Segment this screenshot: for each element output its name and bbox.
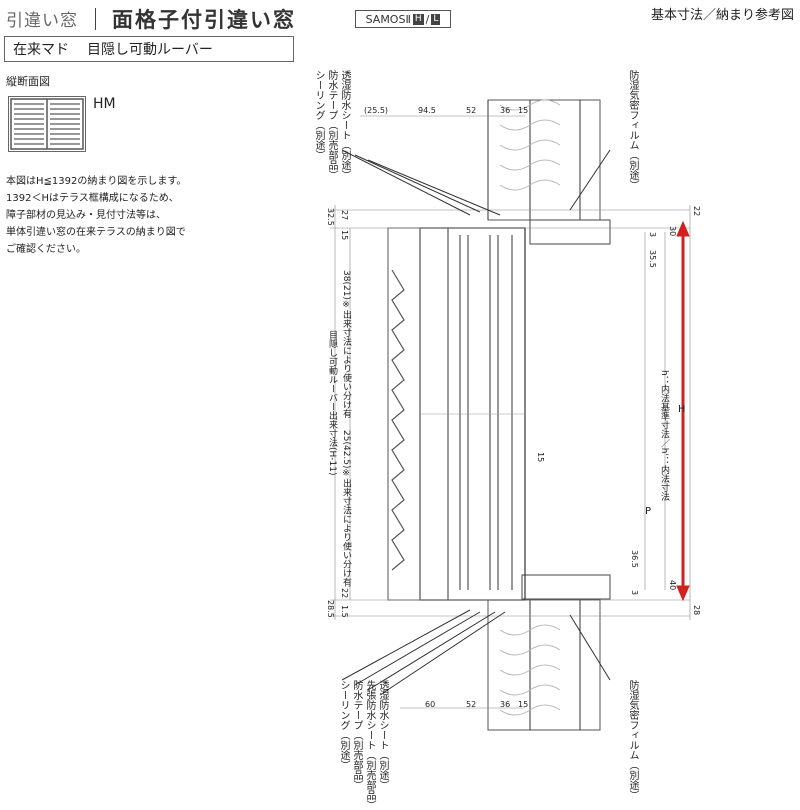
dim-top-4: 15 xyxy=(518,106,529,115)
callout-sealing-bottom: シーリング（別途） xyxy=(338,680,349,770)
dim-left-0: 32.5 xyxy=(326,208,335,226)
dim-right-2: 3 xyxy=(648,232,657,238)
dim-top-2: 52 xyxy=(466,106,477,115)
dim-left-1: 15 xyxy=(340,230,349,241)
callout-film-bottom: 防湿気密フィルム（別途） xyxy=(627,680,638,800)
note-line: ご確認ください。 xyxy=(6,244,86,255)
dim-right-1: 30 xyxy=(668,226,677,237)
dim-left-2: 27 xyxy=(340,210,349,221)
thumbnail-label: HM xyxy=(93,96,116,112)
page-title: 面格子付引違い窓 xyxy=(112,8,296,32)
spec-frame: 在来マド xyxy=(13,42,69,58)
insulation-bottom xyxy=(499,624,561,716)
louver-pitch-b: 25(42.5)※出来寸法により使い分け有 xyxy=(341,430,351,587)
inner-ref-label: h：内法基準寸法／h'：内法寸法 xyxy=(659,370,669,501)
dim-left-5: 28.5 xyxy=(326,600,335,618)
product-suffix-l: L xyxy=(431,13,441,25)
reference-label: 基本寸法／納まり参考図 xyxy=(650,8,794,23)
note-line: 1392＜Hはテラス框構成になるため、 xyxy=(6,193,179,204)
dim-bottom-3: 15 xyxy=(518,700,529,709)
title-separator xyxy=(95,8,96,30)
section-label: 縦断面図 xyxy=(6,75,50,88)
dim-bottom-2: 36 xyxy=(500,700,511,709)
window-category: 引違い窓 xyxy=(6,11,78,31)
dim-top-0: (25.5) xyxy=(364,106,389,115)
louver-thumbnail-icon xyxy=(8,96,86,152)
p-label: P xyxy=(645,506,652,517)
callout-sealing-top: シーリング（別途） xyxy=(313,70,324,160)
dim-right-3: 35.5 xyxy=(648,250,657,268)
louver-dim-label: 目隠し可動ルーバー出来寸法(H-11) xyxy=(327,330,337,476)
note-line: 障子部材の見込み・見付寸法等は、 xyxy=(6,210,166,221)
louver-pitch-a: 38(21)※出来寸法により使い分け有 xyxy=(341,270,351,418)
callout-pre-sheet-bottom: 先張防水シート（別売部品） xyxy=(364,680,375,810)
callout-tape-top: 防水テープ（別売部品） xyxy=(326,70,337,180)
dim-right-5: 36.5 xyxy=(630,550,639,568)
sill-block xyxy=(521,574,611,600)
product-name: SAMOSⅡ xyxy=(365,12,411,26)
dim-left-4: 22 xyxy=(340,588,349,599)
insulation-top xyxy=(499,99,561,191)
dim-bottom-0: 60 xyxy=(425,700,436,709)
height-arrow xyxy=(676,220,690,602)
dim-top-3: 36 xyxy=(500,106,511,115)
spec-type: 目隠し可動ルーバー xyxy=(87,42,213,58)
callout-sheet-top: 透湿防水シート（別途） xyxy=(339,70,350,180)
dim-right-7: 40 xyxy=(668,580,677,591)
dim-bottom-1: 52 xyxy=(466,700,477,709)
product-badge: SAMOSⅡ H/L xyxy=(355,10,451,28)
spec-box: 在来マド 目隠し可動ルーバー xyxy=(4,36,294,62)
grille-frame xyxy=(387,227,421,601)
callout-film-top: 防湿気密フィルム（別途） xyxy=(627,70,638,190)
louver-slats xyxy=(391,269,405,571)
callout-sheet-bottom: 透湿防水シート（別途） xyxy=(377,680,388,790)
dim-right-8: 28 xyxy=(692,605,701,616)
note-line: 単体引違い窓の在来テラスの納まり図で xyxy=(6,227,186,238)
dim-right-0: 22 xyxy=(692,206,701,217)
callout-tape-bottom: 防水テープ（別売部品） xyxy=(351,680,362,790)
note-text: 本図はH≦1392の納まり図を示します。 1392＜Hはテラス框構成になるため、… xyxy=(6,173,191,258)
dim-right-6: 3 xyxy=(630,590,639,596)
dim-top-1: 94.5 xyxy=(418,106,436,115)
product-suffix-h: H xyxy=(412,13,424,25)
h-label: H xyxy=(678,404,686,415)
dim-left-3: 1.5 xyxy=(340,605,349,618)
dim-right-4: 15 xyxy=(536,452,545,463)
note-line: 本図はH≦1392の納まり図を示します。 xyxy=(6,176,187,187)
lintel-block xyxy=(529,219,611,245)
